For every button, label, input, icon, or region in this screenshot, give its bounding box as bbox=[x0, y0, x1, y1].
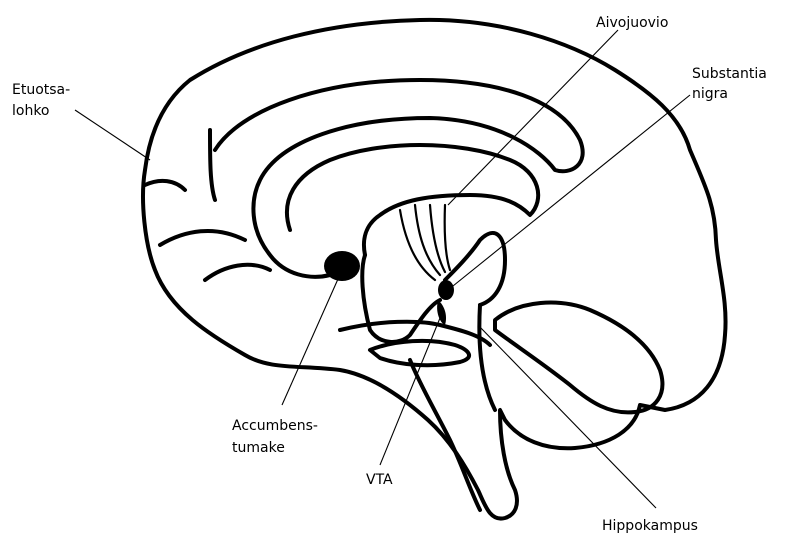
nucleus-accumbens-blob bbox=[324, 251, 360, 281]
label-nucleus-accumbens-1: Accumbens- bbox=[232, 418, 318, 434]
label-frontal-lobe-2: lohko bbox=[12, 103, 50, 119]
brainstem-right bbox=[479, 305, 495, 410]
label-frontal-lobe-1: Etuotsa- bbox=[12, 82, 70, 98]
cerebellum-outline bbox=[495, 303, 662, 413]
frontal-sulcus-1 bbox=[210, 130, 215, 200]
frontal-sulcus-2 bbox=[145, 181, 185, 190]
label-substantia-nigra-2: nigra bbox=[692, 86, 728, 102]
label-nucleus-accumbens-2: tumake bbox=[232, 440, 285, 456]
thalamus-outline bbox=[362, 255, 440, 342]
leader-frontal-lobe bbox=[75, 110, 150, 160]
label-substantia-nigra-1: Substantia bbox=[692, 66, 767, 82]
substantia-nigra-blob bbox=[438, 280, 454, 300]
leader-nucleus-accumbens bbox=[282, 270, 342, 405]
label-fornix: Aivojuovio bbox=[596, 15, 668, 31]
fornix-columns bbox=[400, 205, 450, 280]
label-vta: VTA bbox=[366, 472, 393, 488]
midbrain-outline bbox=[445, 233, 505, 305]
cingulate-arch bbox=[215, 80, 583, 277]
brainstem-left bbox=[410, 360, 480, 510]
frontal-sulcus-3 bbox=[160, 231, 245, 245]
hippocampus-outline bbox=[370, 341, 469, 365]
label-hippocampus: Hippokampus bbox=[602, 518, 698, 534]
frontal-sulcus-4 bbox=[205, 265, 270, 280]
